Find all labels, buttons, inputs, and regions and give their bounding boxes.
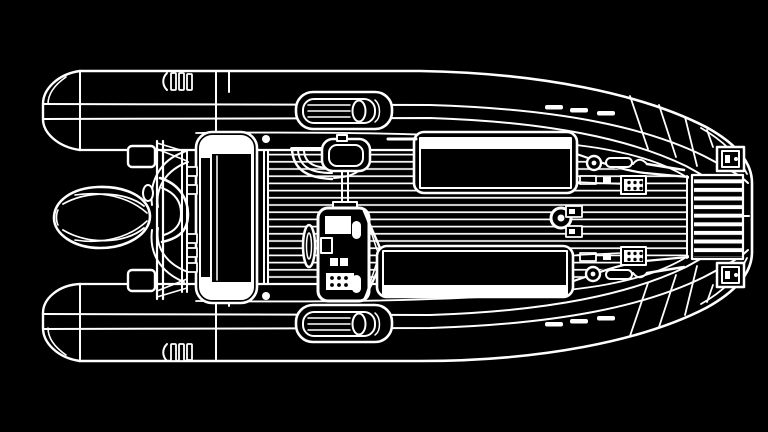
console-switch (330, 258, 338, 266)
latch-plate-port (620, 175, 647, 195)
port-grab-handle (294, 90, 394, 131)
tube-rib-cluster-port (162, 72, 193, 91)
steering-wheel (301, 223, 317, 269)
hull-outline (78, 69, 754, 363)
stern-bench-seat (186, 130, 259, 305)
console-grab-rail-end (352, 275, 361, 293)
fore-rail-starboard (576, 252, 686, 283)
deck-bolt (262, 292, 270, 300)
aft-locker (375, 244, 575, 299)
locker-cushion-edge (383, 285, 567, 295)
motor-mount-bracket (142, 176, 190, 244)
console-switch (340, 258, 348, 266)
tube-rib-cluster-starboard (162, 343, 193, 362)
motor-clamp (126, 144, 157, 169)
starboard-grab-handle (294, 303, 394, 344)
outboard-motor (52, 144, 190, 293)
transom (155, 139, 188, 301)
pedestal-stem (341, 171, 349, 203)
pedestal-seat (290, 134, 372, 210)
deck-fittings (549, 145, 746, 289)
forward-locker (386, 130, 579, 195)
steering-console (301, 206, 382, 303)
console-grab-rail-end (352, 221, 361, 239)
port-tube-stern-cap (41, 69, 82, 152)
motor-cowling (52, 185, 152, 250)
locker-cushion-edge (420, 138, 571, 149)
motor-clamp (126, 268, 157, 293)
deck-bolt (262, 135, 270, 143)
console-panel (325, 216, 351, 234)
bow-platform (690, 173, 745, 261)
starboard-tube-stern-cap (41, 282, 82, 363)
tube-seam-dashes (545, 105, 615, 327)
console-switch-panel (326, 273, 354, 290)
latch-plate-starboard (620, 246, 647, 266)
wheel-bracket (320, 237, 333, 254)
fore-rail-port (576, 154, 686, 185)
bow-fittings (715, 145, 746, 289)
